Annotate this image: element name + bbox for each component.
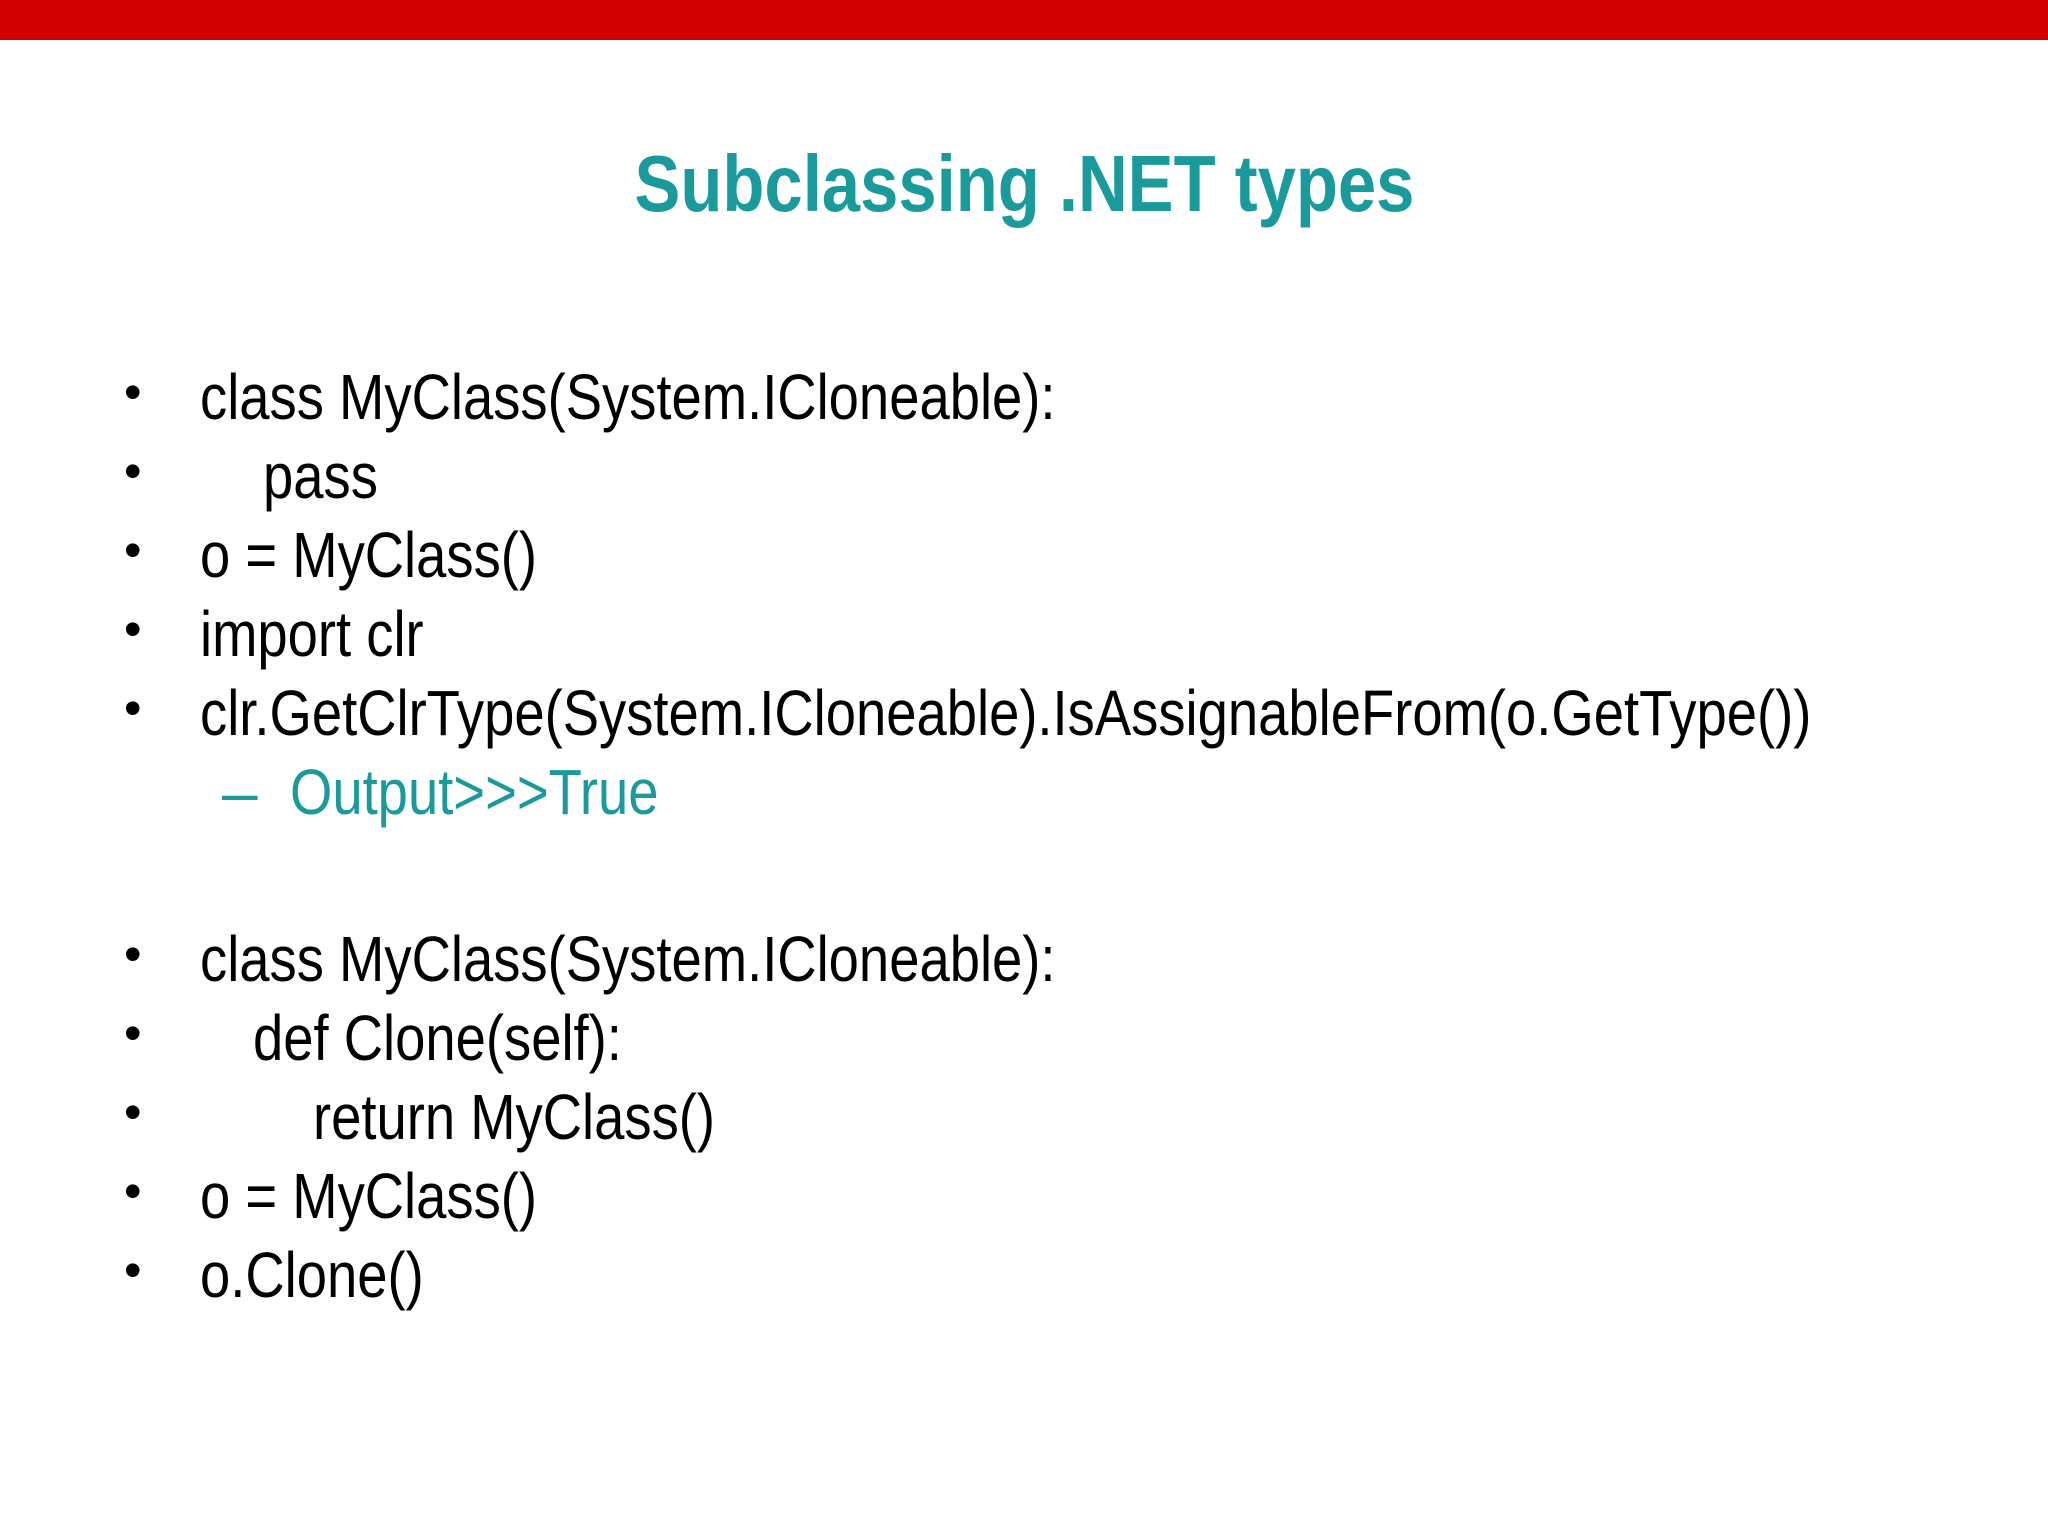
bullet-text: class MyClass(System.ICloneable): [200,361,1056,433]
bullet-marker: • [124,926,142,982]
bullet-item: • def Clone(self): [0,999,2048,1078]
bullet-marker: • [124,443,142,499]
bullet-text: o = MyClass() [200,1160,538,1232]
bullet-text: o.Clone() [200,1239,424,1311]
output-note-text: Output>>>True [290,756,659,828]
bullet-item: • o = MyClass() [0,516,2048,595]
bullet-marker: • [124,1242,142,1298]
bullet-list: • class MyClass(System.ICloneable): • pa… [0,358,2048,1315]
page-title-text: Subclassing .NET types [634,139,1414,228]
bullet-marker: • [124,601,142,657]
bullet-text: return MyClass() [313,1081,715,1153]
bullet-marker: • [124,680,142,736]
bullet-text: pass [263,440,378,512]
page-title: Subclassing .NET types [0,140,2048,228]
dash-marker: – [222,756,258,828]
bullet-marker: • [124,364,142,420]
bullet-marker: • [124,1084,142,1140]
bullet-text: def Clone(self): [253,1002,622,1074]
bullet-item: • return MyClass() [0,1078,2048,1157]
bullet-item: • class MyClass(System.ICloneable): [0,920,2048,999]
bullet-item: • clr.GetClrType(System.ICloneable).IsAs… [0,674,2048,753]
bullet-marker: • [124,1163,142,1219]
bullet-item: • o = MyClass() [0,1157,2048,1236]
bullet-text: import clr [200,598,424,670]
bullet-text: class MyClass(System.ICloneable): [200,923,1056,995]
bullet-marker: • [124,522,142,578]
bullet-item: • o.Clone() [0,1236,2048,1315]
bullet-item: • import clr [0,595,2048,674]
bullet-item: • pass [0,437,2048,516]
output-note: – Output>>>True [0,753,2048,832]
bullet-text: o = MyClass() [200,519,538,591]
bullet-marker: • [124,1005,142,1061]
top-red-bar [0,0,2048,40]
block-gap [0,832,2048,920]
bullet-text: clr.GetClrType(System.ICloneable).IsAssi… [200,677,1812,749]
bullet-item: • class MyClass(System.ICloneable): [0,358,2048,437]
